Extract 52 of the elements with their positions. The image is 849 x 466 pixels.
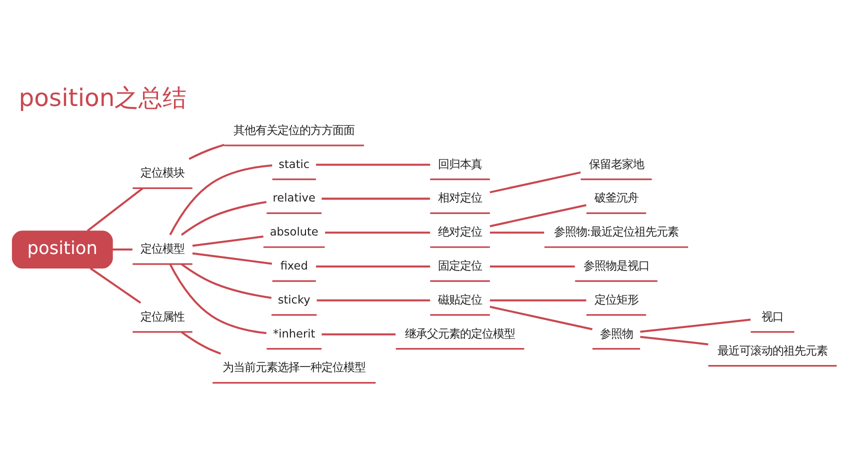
connector [322, 333, 396, 336]
connector [640, 318, 751, 333]
connector [490, 306, 592, 330]
node-text: 参照物是视口 [583, 259, 650, 272]
node-text: 固定定位 [438, 259, 482, 272]
node-text: 其他有关定位的方方面面 [234, 124, 355, 137]
node-text: *inherit [272, 327, 316, 340]
connector [180, 331, 222, 355]
connector [316, 299, 430, 302]
connector [490, 232, 544, 234]
node-text: absolute [270, 226, 318, 239]
node-text: 视口 [761, 310, 784, 324]
connector [640, 336, 708, 346]
node-text: 破釜沉舟 [594, 192, 638, 205]
connector [192, 252, 272, 265]
connector [490, 171, 581, 194]
connector [192, 236, 264, 247]
node-text: 定位矩形 [594, 293, 638, 306]
diagram-title: position之总结 [18, 84, 187, 112]
connector [112, 248, 132, 251]
node-text: 绝对定位 [438, 226, 482, 239]
connector [169, 264, 266, 334]
connector [316, 164, 430, 166]
node-text: sticky [278, 293, 310, 306]
node-text: fixed [280, 259, 308, 272]
node-text: 为当前元素选择一种定位模型 [222, 361, 366, 374]
node-text: static [278, 158, 310, 171]
node-text: 定位模块 [140, 166, 185, 180]
node-box: position [12, 230, 113, 269]
node-text: 参照物:最近定位祖先元素 [554, 226, 679, 239]
connector [322, 198, 430, 200]
connector [490, 266, 575, 268]
node-text: 定位属性 [140, 310, 185, 324]
node-text: 保留老家地 [588, 158, 644, 171]
connector [316, 266, 430, 268]
node-text: 参照物 [600, 327, 633, 340]
node-text: 最近可滚动的祖先元素 [717, 344, 828, 358]
connector [325, 232, 430, 234]
connector [90, 267, 142, 304]
node-text: 继承父元素的定位模型 [405, 327, 516, 340]
node-text: 回归本真 [438, 158, 482, 171]
connector [180, 201, 266, 236]
connector [490, 204, 586, 228]
node-text: relative [272, 192, 316, 205]
connector [188, 144, 225, 160]
connector [180, 263, 272, 299]
node-text: 定位模型 [140, 242, 185, 256]
node-text: 磁贴定位 [438, 293, 482, 306]
connector [86, 188, 144, 232]
node-text: 相对定位 [438, 192, 482, 205]
connector [490, 299, 586, 302]
connector [169, 164, 272, 236]
